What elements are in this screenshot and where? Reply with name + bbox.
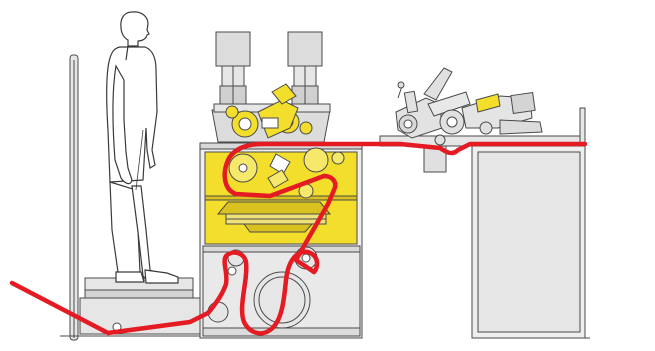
railing — [70, 55, 78, 340]
operator-figure — [107, 12, 178, 283]
print-units — [212, 32, 330, 142]
folding-unit — [396, 68, 542, 145]
